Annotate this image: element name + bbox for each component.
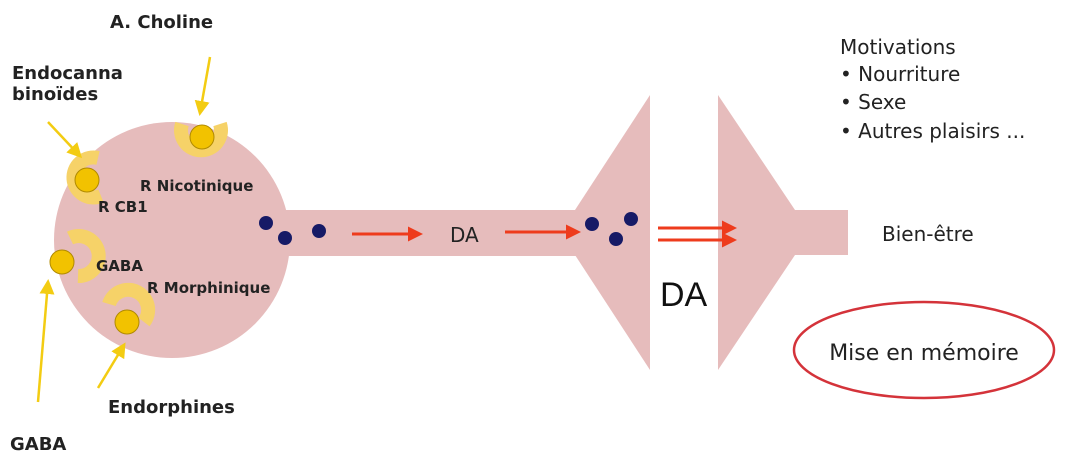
label-receptor-morphinic: R Morphinique xyxy=(147,279,270,297)
label-endorphins: Endorphines xyxy=(108,397,235,418)
label-endocannabinoids-line1: Endocanna xyxy=(12,63,123,84)
label-receptor-gaba: GABA xyxy=(96,257,143,275)
dopamine-dot xyxy=(609,232,623,246)
dopamine-molecules-axon xyxy=(259,216,326,245)
label-receptor-cb1: R CB1 xyxy=(98,198,148,216)
receptor-morphinic xyxy=(102,282,156,335)
receptor-nicotinic xyxy=(174,121,228,158)
arrow-endorphins xyxy=(96,342,126,389)
ligand-gaba xyxy=(49,249,75,275)
motivations-item: • Nourriture xyxy=(840,62,960,86)
label-outcome: Bien-être xyxy=(882,222,974,246)
receptor-gaba xyxy=(49,229,106,283)
label-acetylcholine: A. Choline xyxy=(110,12,213,33)
arrow-acetylcholine xyxy=(194,56,212,116)
label-synapse-da: DA xyxy=(660,276,708,314)
presynaptic-terminal xyxy=(575,95,650,370)
dopamine-dot xyxy=(312,224,326,238)
motivations-item: • Sexe xyxy=(840,90,906,114)
postsynaptic-terminal xyxy=(718,95,848,370)
memory-ellipse xyxy=(792,300,1056,400)
dopamine-dot xyxy=(278,231,292,245)
label-endocannabinoids-line2: binoïdes xyxy=(12,84,98,105)
dopamine-molecules-synapse xyxy=(585,212,638,246)
label-axon-da: DA xyxy=(450,223,479,247)
dopamine-dot xyxy=(624,212,638,226)
receptor-cb1 xyxy=(66,150,104,205)
label-receptor-nicotinic: R Nicotinique xyxy=(140,177,253,195)
label-gaba-bottom: GABA xyxy=(10,434,66,455)
arrow-gaba xyxy=(36,279,55,403)
arrow-endocannabinoids xyxy=(47,121,83,159)
dopamine-dot xyxy=(259,216,273,230)
ligand-endocannabinoid xyxy=(74,167,100,193)
dopamine-dot xyxy=(585,217,599,231)
motivations-item: • Autres plaisirs ... xyxy=(840,119,1025,143)
motivations-title: Motivations xyxy=(840,35,956,59)
ligand-acetylcholine xyxy=(189,124,215,150)
label-memory: Mise en mémoire xyxy=(829,341,1019,366)
ligand-endorphin xyxy=(114,309,140,335)
